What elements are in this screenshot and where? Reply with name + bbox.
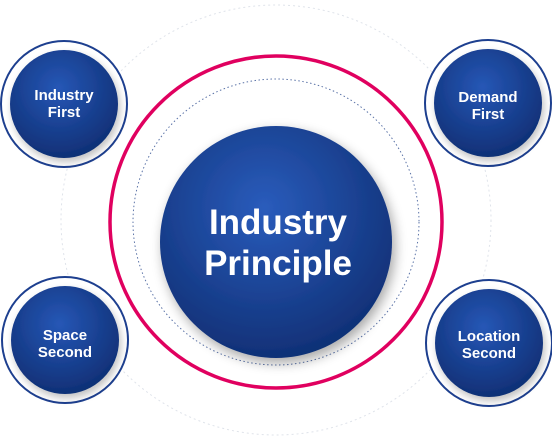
node-label-line1: Location bbox=[457, 328, 521, 346]
node-label-industry-first: Industry First bbox=[14, 80, 114, 130]
inner-dotted-ring bbox=[132, 78, 420, 366]
center-circle bbox=[160, 126, 392, 358]
node-label-line2: Second bbox=[37, 344, 93, 361]
node-label-demand-first: Demand First bbox=[438, 82, 538, 132]
node-bottom-right bbox=[425, 279, 552, 407]
node-label-line2: Second bbox=[461, 345, 517, 362]
center-label: Industry Principle bbox=[163, 158, 393, 328]
outer-faint-ring bbox=[60, 4, 492, 436]
center-label-line1: Industry bbox=[208, 202, 348, 242]
node-label-line2: First bbox=[47, 104, 81, 121]
node-label-line2: First bbox=[471, 106, 505, 123]
accent-ring bbox=[108, 54, 444, 390]
node-label-line1: Space bbox=[42, 327, 88, 345]
node-label-space-second: Space Second bbox=[15, 320, 115, 370]
node-label-line1: Demand bbox=[458, 89, 518, 107]
node-bottom-left bbox=[1, 276, 129, 404]
node-label-location-second: Location Second bbox=[439, 321, 539, 371]
node-top-left bbox=[0, 40, 128, 168]
node-label-line1: Industry bbox=[34, 87, 94, 105]
center-label-line2: Principle bbox=[204, 244, 352, 283]
node-top-right bbox=[424, 39, 552, 167]
